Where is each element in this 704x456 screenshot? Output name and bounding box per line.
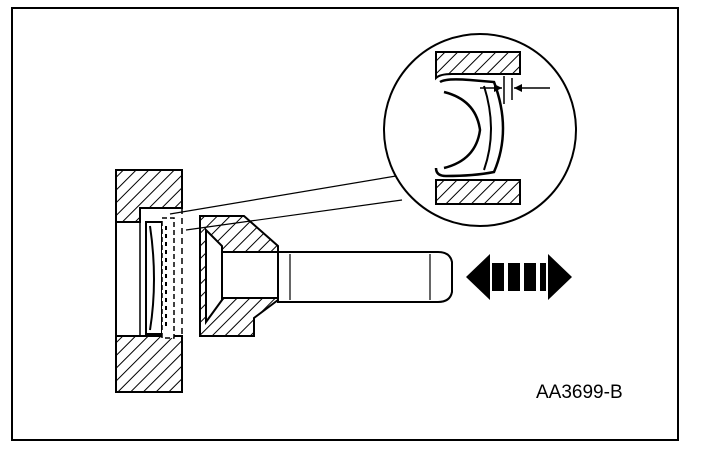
- double-arrow-horizontal-icon: [466, 254, 572, 300]
- slip-yoke: [199, 215, 279, 337]
- output-shaft: [277, 251, 453, 303]
- seal-bearing: [145, 217, 175, 339]
- figure-label: AA3699-B: [536, 382, 623, 403]
- detail-view: [383, 33, 577, 227]
- case-housing: [115, 169, 183, 393]
- figure-border: [11, 7, 679, 441]
- detail-leader-lower: [185, 199, 403, 231]
- detail-leader-upper: [169, 175, 397, 215]
